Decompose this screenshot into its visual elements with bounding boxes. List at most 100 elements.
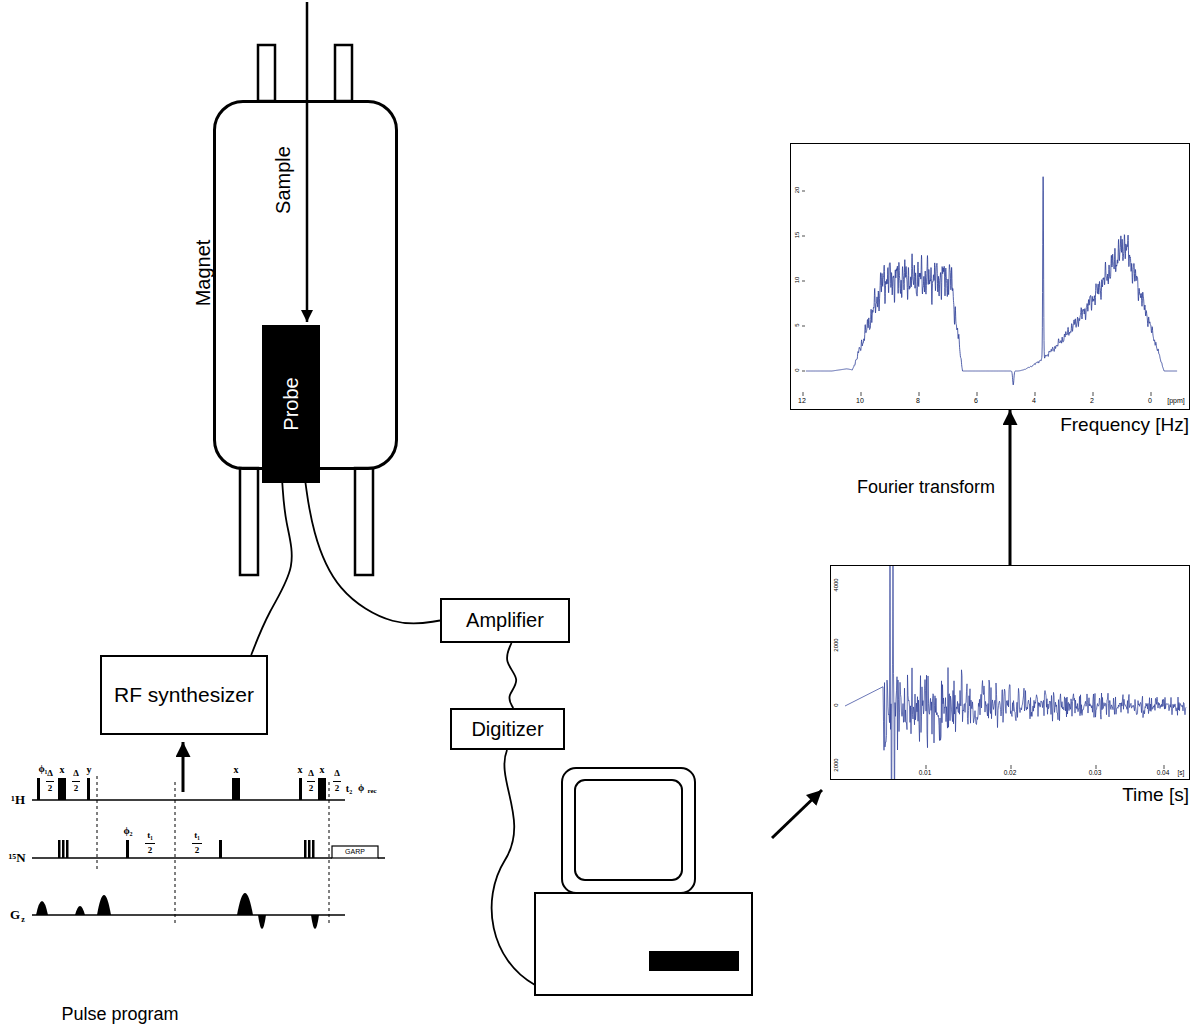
output-arrow (772, 790, 822, 838)
axis-tick (802, 191, 805, 192)
axis-label: 10 (856, 397, 864, 405)
pulse-label: 2 (195, 846, 200, 856)
pulse-label: Δ (334, 769, 340, 779)
pulse-label: ¹⁵N (8, 851, 25, 865)
rf-pulse (37, 778, 40, 800)
node-label: Digitizer (471, 718, 543, 741)
dashed-marker (175, 782, 176, 925)
pulse-label: x (60, 764, 65, 775)
pulse-label: Δ (73, 769, 79, 779)
node-label: Amplifier (466, 609, 544, 632)
channel-line (32, 857, 332, 859)
axis-label: 8 (916, 397, 920, 405)
fraction-bar (46, 781, 54, 782)
computer (562, 768, 695, 893)
node-label: RF synthesizer (114, 683, 254, 707)
probe: Probe (262, 325, 320, 483)
rf-pulse (318, 778, 326, 800)
magnet-feet (240, 468, 258, 575)
digitizer-box: Digitizer (450, 708, 565, 750)
axis-tick (1096, 765, 1097, 769)
axis-label: 15 (794, 232, 801, 239)
pulse-label: 2 (48, 784, 53, 794)
pulse-label: x (234, 764, 239, 775)
computer (535, 893, 752, 995)
axis-tick (926, 765, 927, 769)
rf-synthesizer-box: RF synthesizer (100, 655, 268, 735)
cable (251, 483, 292, 655)
axis-label: 0.03 (1089, 769, 1102, 776)
axis-label: 4 (1032, 397, 1036, 405)
channel-line (32, 800, 385, 915)
dashed-marker (97, 776, 329, 925)
node-label: Frequency [Hz] (1060, 414, 1189, 436)
axis-label: [s] (1178, 769, 1185, 776)
pulse-label: t₁ (194, 831, 200, 841)
fid-trace (831, 566, 1189, 779)
computer (535, 768, 752, 995)
magnet-feet (355, 468, 373, 575)
spectrum-plot: Frequency [Hz] (790, 143, 1190, 410)
pulse-label: z (21, 916, 25, 925)
decoupling-box (332, 846, 378, 858)
gradient-pulse (311, 915, 319, 929)
pulse-label: t₁ (147, 831, 153, 841)
control-arrow (182, 742, 185, 792)
pulse-label: 2 (309, 784, 314, 794)
magnet-housing: MagnetProbe (213, 100, 398, 470)
rf-pulse (312, 840, 315, 858)
rf-pulse (126, 840, 129, 858)
pulse-label: G (10, 908, 20, 922)
edge-label: Fourier transform (854, 478, 998, 498)
node-label: Time [s] (1122, 784, 1189, 806)
cable (306, 483, 441, 624)
axis-tick (802, 236, 805, 237)
axis-label: 2 (1090, 397, 1094, 405)
axis-label: 4000 (833, 578, 840, 591)
process-arrow (1009, 410, 1012, 565)
fid-trace (845, 566, 1186, 779)
node-label: Magnet (192, 240, 215, 307)
amplifier-box: Amplifier (440, 598, 570, 643)
rf-pulse (219, 840, 222, 858)
fraction-bar (192, 843, 202, 844)
dashed-marker (97, 776, 98, 872)
axis-label: 0.02 (1004, 769, 1017, 776)
axis-label: 10 (794, 277, 801, 284)
cable (507, 643, 516, 708)
computer (650, 952, 738, 970)
axis-label: 0 (833, 703, 840, 706)
axis-tick (1151, 392, 1152, 396)
rf-pulse (87, 778, 90, 800)
rf-pulse (304, 840, 307, 858)
axis-tick (919, 392, 920, 396)
pulse-label: rec (367, 788, 376, 796)
rf-pulse (299, 778, 302, 800)
data-cable (492, 750, 535, 985)
axis-label: 12 (798, 397, 806, 405)
fid-plot: Time [s] (830, 565, 1190, 780)
spectrum-trace (791, 144, 1189, 409)
axis-tick (802, 326, 805, 327)
rf-pulse (232, 778, 240, 800)
axis-label: 2000 (833, 758, 840, 771)
pulse-label: 2 (148, 846, 153, 856)
pulse-label: ϕ₁ (38, 763, 47, 774)
pulse-label: 2 (335, 784, 340, 794)
axis-tick (861, 392, 862, 396)
magnet-feet (335, 45, 352, 101)
channel-line (32, 799, 345, 801)
channel-line (378, 857, 385, 859)
pulse-label: 2 (74, 784, 79, 794)
rf-pulse (62, 840, 65, 858)
pulse-label: ϕ₂ (123, 825, 132, 836)
axis-label: 0.01 (919, 769, 932, 776)
computer (575, 780, 682, 880)
node-label: Probe (280, 377, 303, 430)
rf-pulse (58, 840, 61, 858)
pulse-program (32, 776, 385, 929)
axis-label: 0.04 (1157, 769, 1170, 776)
sample-label: Sample (272, 146, 294, 214)
fraction-bar (72, 781, 80, 782)
axis-tick (802, 371, 805, 372)
